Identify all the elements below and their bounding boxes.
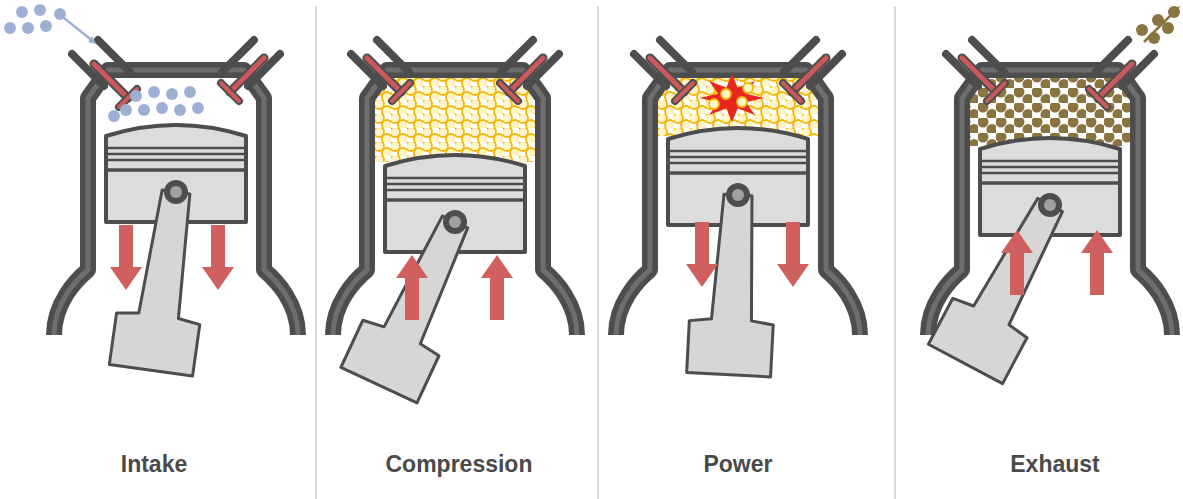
connecting-rod <box>687 193 780 377</box>
compression-engine <box>333 40 577 403</box>
intake-valve <box>962 58 1005 101</box>
flow-arrow <box>64 18 94 42</box>
intake-valve <box>94 64 137 107</box>
fuel-particles <box>709 83 753 109</box>
exhaust-engine <box>928 6 1180 384</box>
connecting-rod <box>928 185 1087 383</box>
connecting-rod <box>109 186 217 376</box>
piston-pin <box>1038 193 1062 217</box>
stroke-label: Intake <box>44 451 264 478</box>
panel-separator <box>597 6 599 499</box>
exhaust-particles <box>1136 6 1180 44</box>
panel-separator <box>894 6 896 499</box>
motion-arrow <box>110 225 142 290</box>
intake-valve <box>367 58 410 101</box>
air-fuel-particles <box>4 4 204 122</box>
flow-arrow <box>1170 6 1180 16</box>
cylinder-wall <box>928 40 1172 335</box>
motion-arrow <box>1081 230 1113 295</box>
motion-arrow <box>481 255 513 320</box>
stroke-label: Exhaust <box>945 451 1165 478</box>
flow-arrow <box>88 36 96 44</box>
motion-arrow <box>202 225 234 290</box>
intake-engine <box>4 4 298 376</box>
panel-separator <box>315 6 317 499</box>
stroke-label: Compression <box>349 451 569 478</box>
piston-pin <box>164 180 188 204</box>
exhaust-valve <box>783 58 826 101</box>
intake-valve <box>650 58 693 101</box>
exhaust-valve <box>1089 64 1132 107</box>
exhaust-valve <box>221 58 264 101</box>
ignition-spark <box>700 74 765 122</box>
motion-arrow <box>1001 230 1033 295</box>
exhaust-valve <box>500 58 543 101</box>
motion-arrow <box>777 222 809 287</box>
stroke-label: Power <box>628 451 848 478</box>
cylinder-wall <box>333 40 577 335</box>
motion-arrow <box>686 222 718 287</box>
piston-pin <box>443 210 467 234</box>
flow-arrow <box>1144 10 1176 42</box>
motion-arrow <box>396 255 428 320</box>
piston-pin <box>726 183 750 207</box>
power-engine <box>616 40 860 377</box>
connecting-rod <box>341 204 493 403</box>
